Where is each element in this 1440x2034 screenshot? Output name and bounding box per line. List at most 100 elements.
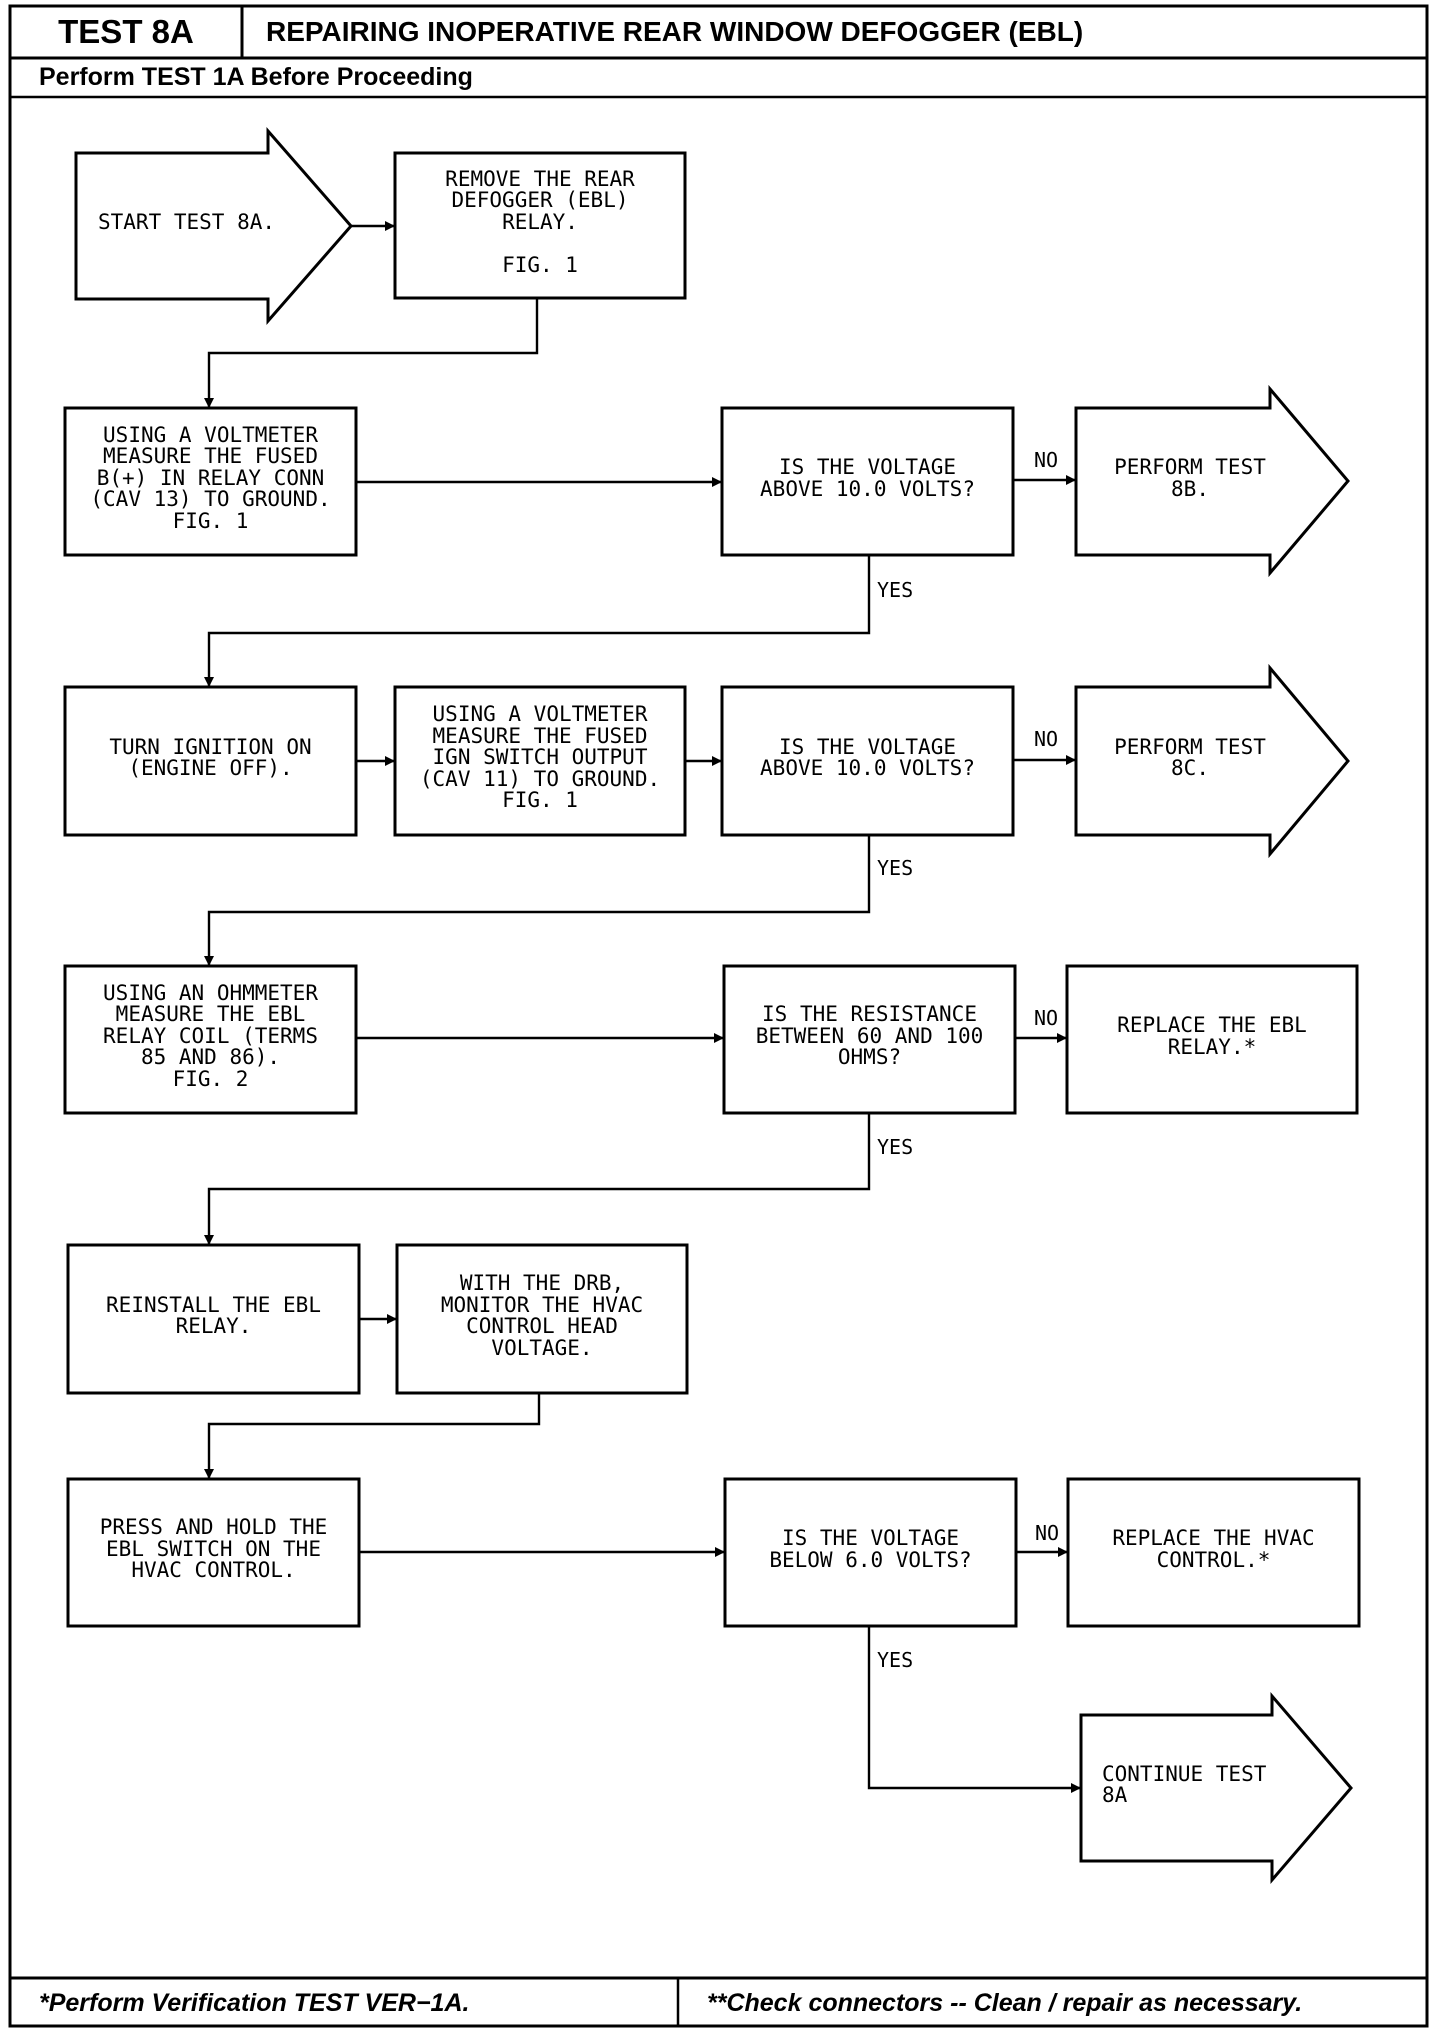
figure-reference: FIG. 1 bbox=[502, 252, 578, 277]
step-text-line: START TEST 8A. bbox=[98, 210, 276, 235]
decision-text-line: IS THE VOLTAGE bbox=[778, 734, 956, 759]
remove-relay-text: REMOVE THE REAR DEFOGGER (EBL) RELAY. FI… bbox=[395, 153, 685, 298]
step-text-line: (ENGINE OFF). bbox=[128, 756, 293, 780]
replace-hvac-text: REPLACE THE HVAC CONTROL.* bbox=[1068, 1479, 1359, 1626]
decision-text-line: IS THE VOLTAGE bbox=[778, 455, 956, 479]
perform-8b-arrow bbox=[1074, 384, 1350, 578]
figure-reference: FIG. 2 bbox=[172, 1066, 249, 1091]
replace-relay-text: REPLACE THE EBL RELAY.* bbox=[1067, 966, 1357, 1113]
measure-ign-box bbox=[393, 685, 687, 837]
step-text-line: B(+) IN RELAY CONN bbox=[96, 465, 325, 490]
decision-text-line: IS THE RESISTANCE bbox=[762, 1002, 977, 1027]
check-head-text: IS THE VOLTAGE BELOW 6.0 VOLTS? bbox=[725, 1479, 1016, 1626]
measure-ign-text: USING A VOLTMETER MEASURE THE FUSED IGN … bbox=[395, 687, 685, 835]
decision-text-line: BETWEEN 60 AND 100 bbox=[755, 1023, 984, 1048]
branch-label-no: NO bbox=[1034, 1006, 1059, 1030]
page-title: REPAIRING INOPERATIVE REAR WINDOW DEFOGG… bbox=[266, 16, 1084, 47]
step-text-line: RELAY. bbox=[502, 209, 578, 234]
press-switch-box bbox=[66, 1477, 361, 1628]
continue-8a-arrow bbox=[1079, 1691, 1353, 1885]
step-text-line: USING AN OHMMETER bbox=[103, 980, 318, 1005]
step-text-line: IGN SWITCH OUTPUT bbox=[432, 745, 648, 770]
step-text-line: RELAY. bbox=[175, 1314, 252, 1338]
remove-relay-box bbox=[393, 151, 687, 300]
branch-label-yes: YES bbox=[877, 856, 914, 880]
start-arrow-text: START TEST 8A. bbox=[98, 153, 275, 299]
step-text-line: MEASURE THE FUSED bbox=[103, 444, 318, 469]
check-head-decision bbox=[723, 1477, 1018, 1628]
branch-label-no: NO bbox=[1034, 448, 1059, 472]
verification-footnote: *Perform Verification TEST VER−1A. bbox=[39, 1988, 470, 2017]
branch-label-no: NO bbox=[1035, 1521, 1060, 1545]
step-text-line: RELAY COIL (TERMS bbox=[103, 1023, 318, 1048]
start-arrow bbox=[74, 127, 353, 325]
measure-bplus-box bbox=[63, 406, 358, 557]
step-text-line: 8A bbox=[1102, 1783, 1128, 1807]
check-bplus-text: IS THE VOLTAGE ABOVE 10.0 VOLTS? bbox=[722, 408, 1013, 555]
step-text-line: REPLACE THE EBL bbox=[1117, 1013, 1307, 1037]
measure-coil-box bbox=[63, 964, 358, 1115]
perform-8b-text: PERFORM TEST 8B. bbox=[1090, 408, 1290, 555]
test-id: TEST 8A bbox=[58, 13, 194, 50]
replace-relay-box bbox=[1065, 964, 1359, 1115]
check-coil-decision bbox=[722, 964, 1017, 1115]
monitor-voltage-text: WITH THE DRB, MONITOR THE HVAC CONTROL H… bbox=[397, 1245, 687, 1393]
press-switch-text: PRESS AND HOLD THE EBL SWITCH ON THE HVA… bbox=[68, 1479, 359, 1626]
step-text-line: TURN IGNITION ON bbox=[109, 734, 312, 759]
step-text-line: WITH THE DRB, bbox=[459, 1271, 625, 1295]
monitor-voltage-box bbox=[395, 1243, 689, 1395]
step-text-line: USING A VOLTMETER bbox=[103, 422, 318, 447]
ignition-on-text: TURN IGNITION ON (ENGINE OFF). bbox=[65, 687, 356, 835]
measure-coil-text: USING AN OHMMETER MEASURE THE EBL RELAY … bbox=[65, 966, 356, 1113]
step-text-line: VOLTAGE. bbox=[491, 1335, 593, 1360]
step-text-line: CONTROL HEAD bbox=[466, 1314, 618, 1338]
figure-reference: FIG. 1 bbox=[502, 788, 578, 813]
decision-text-line: ABOVE 10.0 VOLTS? bbox=[760, 756, 975, 780]
ignition-on-box bbox=[63, 685, 358, 837]
connector-yes-to-continue bbox=[867, 1626, 1081, 1793]
step-text-line: MEASURE THE EBL bbox=[115, 1002, 306, 1027]
connector-monitor-to-press bbox=[204, 1393, 541, 1479]
connector-footnote: **Check connectors -- Clean / repair as … bbox=[707, 1988, 1303, 2017]
connector-yes-to-ignition bbox=[204, 555, 871, 687]
perform-8c-text: PERFORM TEST 8C. bbox=[1090, 687, 1290, 835]
step-text-line: CONTROL.* bbox=[1156, 1547, 1271, 1572]
check-bplus-decision bbox=[720, 406, 1015, 557]
page-border bbox=[8, 4, 1429, 2028]
step-text-line: PRESS AND HOLD THE bbox=[99, 1515, 328, 1540]
measure-bplus-text: USING A VOLTMETER MEASURE THE FUSED B(+)… bbox=[65, 408, 356, 555]
step-text-line: RELAY.* bbox=[1167, 1034, 1257, 1059]
connector-yes-to-measure-coil bbox=[204, 835, 871, 966]
step-text-line: REINSTALL THE EBL bbox=[106, 1292, 321, 1317]
figure-reference: FIG. 1 bbox=[172, 508, 249, 533]
check-coil-text: IS THE RESISTANCE BETWEEN 60 AND 100 OHM… bbox=[724, 966, 1015, 1113]
step-text-line: 85 AND 86). bbox=[140, 1045, 281, 1070]
step-text-line: MEASURE THE FUSED bbox=[432, 723, 648, 748]
step-text-line: USING A VOLTMETER bbox=[432, 702, 648, 727]
connector-yes-to-reinstall bbox=[204, 1113, 871, 1245]
step-text-line: EBL SWITCH ON THE bbox=[106, 1536, 321, 1561]
decision-text-line: ABOVE 10.0 VOLTS? bbox=[760, 476, 975, 501]
step-text-line: REMOVE THE REAR bbox=[445, 166, 635, 191]
step-text-line: MONITOR THE HVAC bbox=[440, 1292, 644, 1317]
step-text-line: DEFOGGER (EBL) bbox=[451, 188, 629, 213]
perform-8c-arrow bbox=[1074, 663, 1350, 859]
step-text-line: (CAV 11) TO GROUND. bbox=[419, 766, 661, 791]
branch-label-yes: YES bbox=[877, 1135, 914, 1159]
continue-8a-text: CONTINUE TEST 8A bbox=[1102, 1715, 1272, 1861]
reinstall-relay-box bbox=[66, 1243, 361, 1395]
connector-remove-to-measure-bplus bbox=[204, 298, 539, 408]
branch-label-yes: YES bbox=[877, 578, 914, 602]
decision-text-line: OHMS? bbox=[837, 1045, 902, 1070]
step-text-line: 8B. bbox=[1171, 476, 1209, 501]
reinstall-relay-text: REINSTALL THE EBL RELAY. bbox=[68, 1245, 359, 1393]
prerequisite-note: Perform TEST 1A Before Proceeding bbox=[39, 63, 473, 91]
decision-text-line: BELOW 6.0 VOLTS? bbox=[769, 1547, 972, 1572]
step-text-line: PERFORM TEST bbox=[1114, 734, 1266, 759]
step-text-line: REPLACE THE HVAC bbox=[1112, 1526, 1315, 1550]
decision-text-line: IS THE VOLTAGE bbox=[781, 1526, 959, 1550]
step-text-line: PERFORM TEST bbox=[1114, 455, 1266, 479]
check-ign-text: IS THE VOLTAGE ABOVE 10.0 VOLTS? bbox=[722, 687, 1013, 835]
